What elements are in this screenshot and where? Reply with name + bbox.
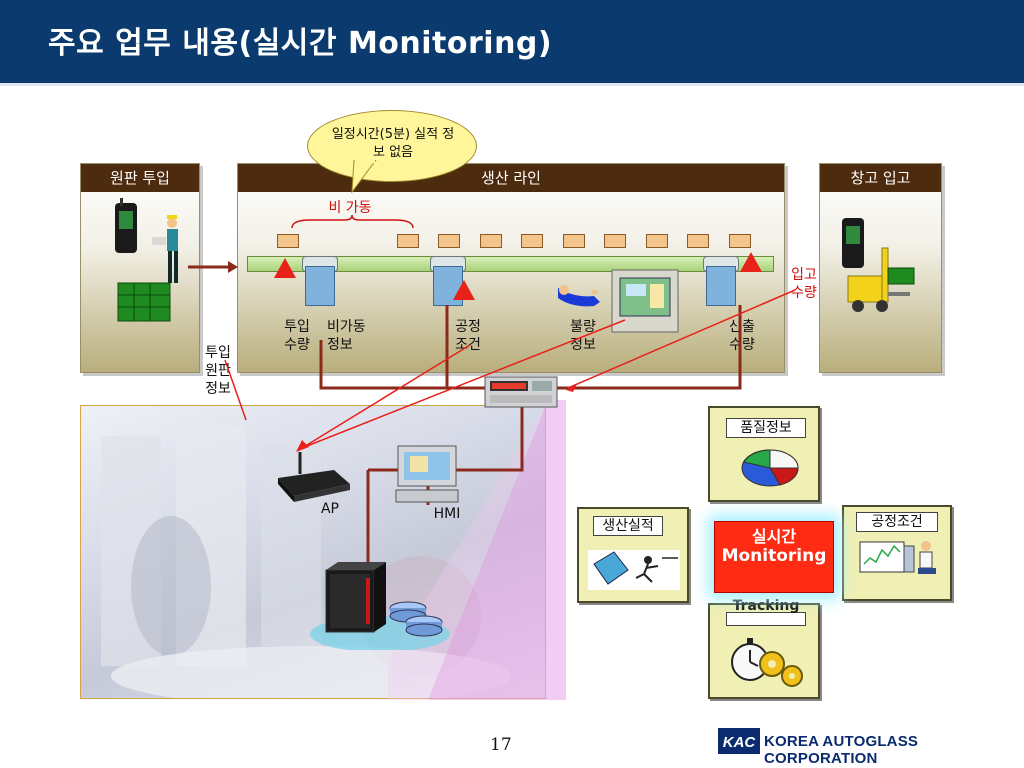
glass-box xyxy=(480,234,502,248)
runner-icon xyxy=(588,550,680,590)
defect-info-label: 불량 정보 xyxy=(570,319,596,353)
sensor-marker-icon xyxy=(740,252,762,272)
company-name: KOREA AUTOGLASS CORPORATION xyxy=(764,733,919,767)
glass-box xyxy=(563,234,585,248)
conveyor-belt xyxy=(247,256,774,272)
input-qty-label: 투입 수량 xyxy=(284,319,310,353)
idle-bracket xyxy=(291,214,414,229)
stopwatch-gears-icon xyxy=(731,638,803,687)
idle-info-label: 비가동 정보 xyxy=(327,319,366,353)
input-panel-info-label: 투입 원판 정보 xyxy=(205,345,231,397)
page-number: 17 xyxy=(490,735,512,755)
handheld-scanner-icon xyxy=(115,198,137,253)
glass-box xyxy=(729,234,751,248)
glass-pallet-icon xyxy=(117,282,171,322)
company-logo-text: KAC xyxy=(723,734,757,751)
callout-text: 일정시간(5분) 실적 정보 없음 xyxy=(331,127,455,160)
controller-device-icon xyxy=(484,376,558,408)
sensor-marker-icon xyxy=(453,280,475,300)
pie-chart-icon xyxy=(741,449,799,487)
realtime-label: 실시간 xyxy=(751,527,797,546)
glass-box xyxy=(521,234,543,248)
company-logo: KAC xyxy=(718,728,760,754)
process-condition-label: 공정 조건 xyxy=(455,319,481,353)
page-title: 주요 업무 내용(실시간 Monitoring) xyxy=(48,26,553,61)
production-result-title: 생산실적 xyxy=(593,516,663,536)
sensor-marker-icon xyxy=(274,258,296,278)
hmi-label: HMI xyxy=(433,506,461,522)
machine-unit xyxy=(305,266,335,306)
glass-box xyxy=(687,234,709,248)
glass-box xyxy=(604,234,626,248)
realtime-monitoring-box xyxy=(714,521,834,593)
callout-bubble xyxy=(307,110,477,182)
input-panel-title: 원판 투입 xyxy=(81,164,199,192)
machine-unit xyxy=(706,266,736,306)
glass-box xyxy=(646,234,668,248)
database-disks-icon xyxy=(389,601,443,637)
warehouse-qty-label: 입고 수량 xyxy=(791,267,817,301)
input-panel: 원판 투입 xyxy=(80,163,200,373)
callout-tail xyxy=(351,160,377,194)
hmi-computer-icon xyxy=(395,445,459,503)
ap-label: AP xyxy=(320,501,340,517)
operator-monitor-icon xyxy=(859,541,936,574)
glass-box xyxy=(277,234,299,248)
glass-box xyxy=(438,234,460,248)
warehouse-panel-title: 창고 입고 xyxy=(820,164,941,192)
idle-label: 비 가동 xyxy=(328,200,372,216)
warehouse-scene-illustration xyxy=(842,218,915,312)
quality-info-title: 품질정보 xyxy=(726,418,806,438)
inspector-worker-icon xyxy=(558,285,600,307)
inspector-illustration xyxy=(558,269,679,333)
monitor-screen-icon xyxy=(611,269,679,333)
output-qty-label: 산출 수량 xyxy=(729,319,755,353)
worker-icon xyxy=(152,215,178,283)
tracking-title-text: Tracking xyxy=(732,598,800,614)
wireless-router-icon xyxy=(278,452,350,502)
warehouse-panel: 창고 입고 xyxy=(819,163,942,373)
glass-box xyxy=(397,234,419,248)
monitoring-label: Monitoring xyxy=(721,546,827,566)
process-condition-title: 공정조건 xyxy=(856,512,938,532)
title-bar xyxy=(0,0,1024,86)
handheld-scanner-icon xyxy=(842,218,864,268)
forklift-icon xyxy=(847,247,915,312)
input-flow-arrow xyxy=(188,261,238,273)
tracking-title-box xyxy=(726,612,806,626)
input-scene-illustration xyxy=(115,198,178,322)
